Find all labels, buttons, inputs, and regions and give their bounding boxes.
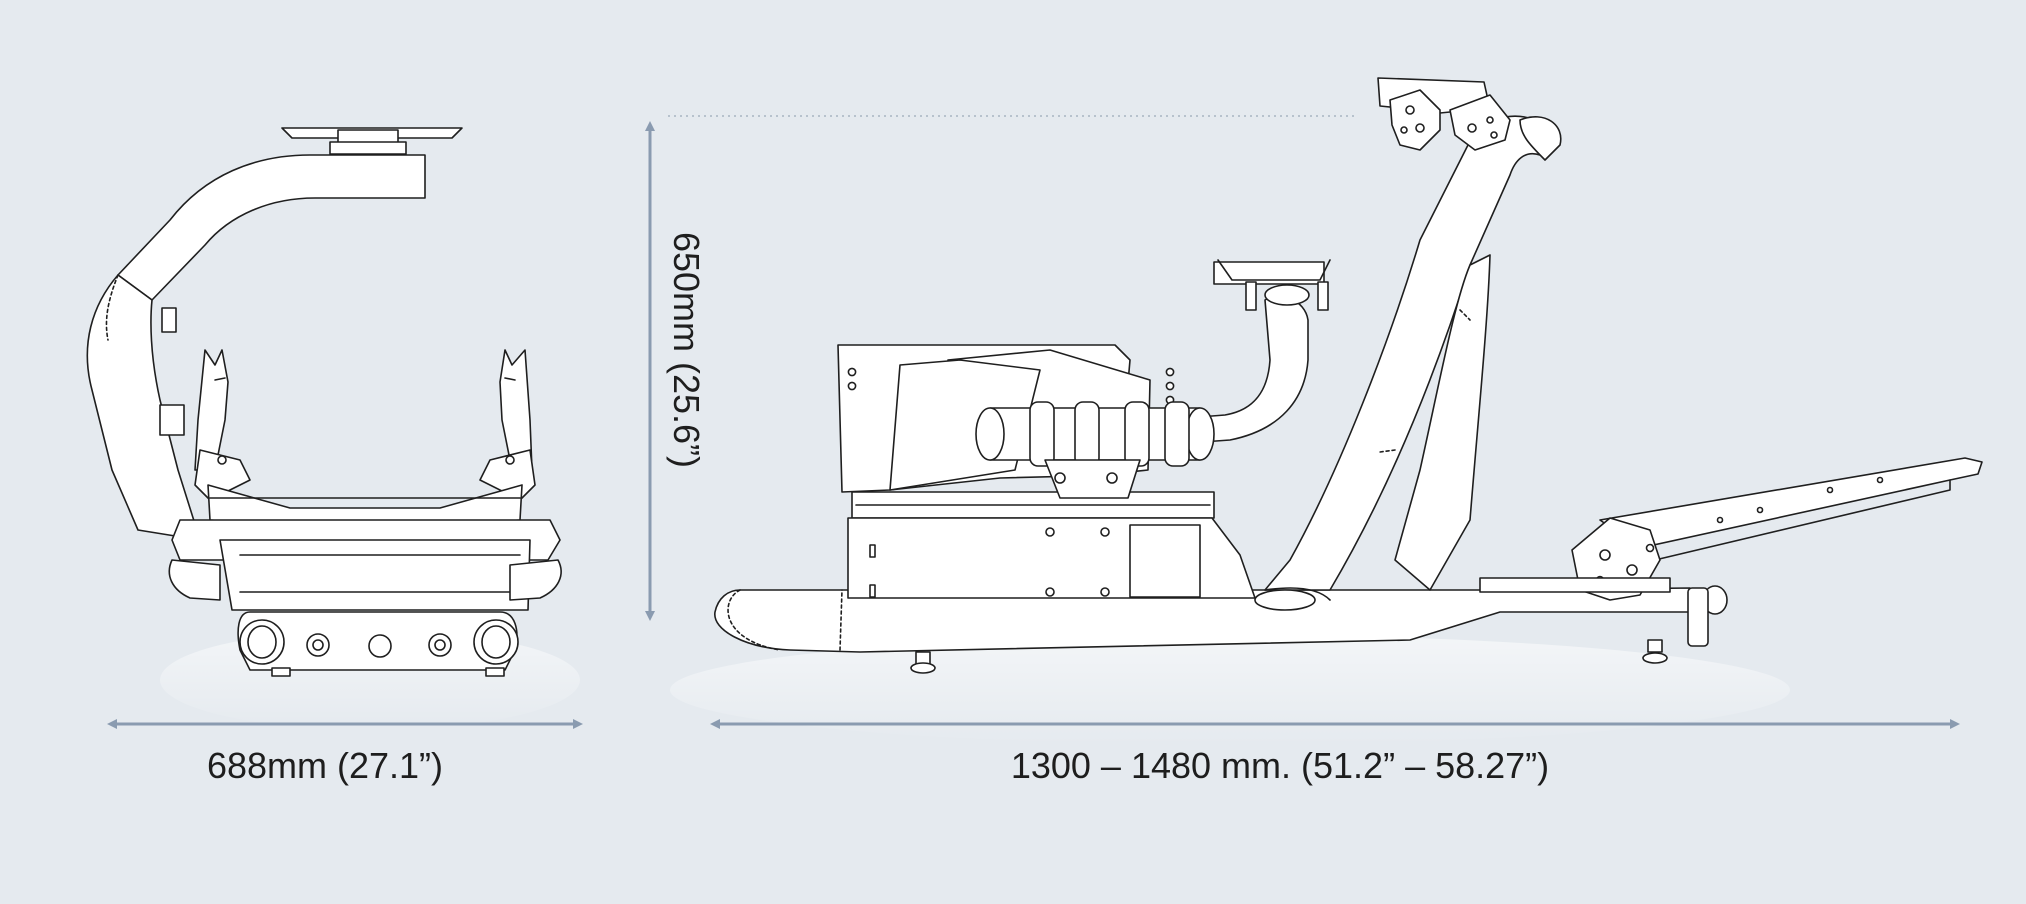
- height-dimension-label: 650mm (25.6”): [666, 231, 707, 469]
- side-reflection: [670, 635, 1790, 745]
- length-dimension-label: 1300 – 1480 mm. (51.2” – 58.27”): [1010, 745, 1550, 786]
- racing-cockpit-side-icon: [715, 78, 1982, 673]
- width-dimension-label: 688mm (27.1”): [206, 745, 444, 786]
- racing-cockpit-front-icon: [87, 128, 561, 676]
